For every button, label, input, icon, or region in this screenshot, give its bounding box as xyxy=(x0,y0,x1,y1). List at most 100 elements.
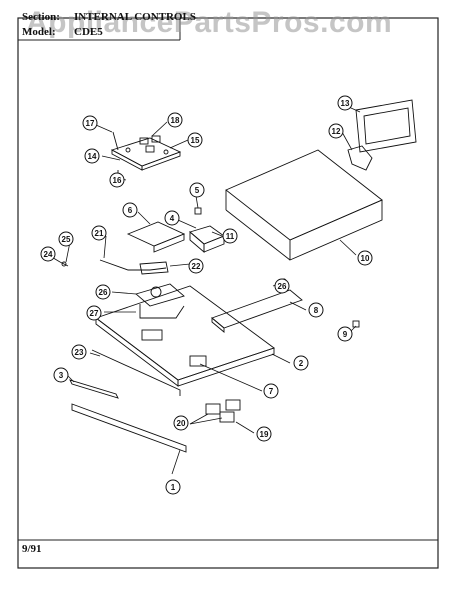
callout-15: 15 xyxy=(187,132,203,148)
callout-number: 16 xyxy=(113,176,122,185)
callout-14: 14 xyxy=(84,148,100,164)
callout-number: 23 xyxy=(75,348,84,357)
section-label: Section: xyxy=(22,11,60,23)
callout-circle xyxy=(71,344,87,360)
callout-19: 19 xyxy=(256,426,272,442)
page-border xyxy=(17,17,439,569)
callout-26: 26 xyxy=(95,284,111,300)
callout-22: 22 xyxy=(188,258,204,274)
callout-2: 2 xyxy=(293,355,309,371)
relay-cover-part xyxy=(126,221,186,253)
callout-circle xyxy=(357,250,373,266)
fastener-part xyxy=(352,320,360,328)
callout-circle xyxy=(82,115,98,131)
screw-part xyxy=(112,131,119,151)
callout-number: 3 xyxy=(59,371,64,380)
callout-number: 15 xyxy=(191,136,200,145)
callout-circle xyxy=(308,302,324,318)
callout-number: 17 xyxy=(86,119,95,128)
callout-7: 7 xyxy=(263,383,279,399)
callout-17: 17 xyxy=(82,115,98,131)
callout-circle xyxy=(95,284,111,300)
callout-number: 25 xyxy=(62,235,71,244)
callout-circle xyxy=(263,383,279,399)
callout-number: 14 xyxy=(88,152,97,161)
vent-part xyxy=(355,99,417,153)
callout-number: 20 xyxy=(177,419,186,428)
clip-part xyxy=(194,207,202,215)
rail-part xyxy=(71,403,187,453)
callout-circle xyxy=(222,228,238,244)
callout-number: 21 xyxy=(95,229,104,238)
callout-number: 4 xyxy=(170,214,175,223)
callout-13: 13 xyxy=(337,95,353,111)
callout-21: 21 xyxy=(91,225,107,241)
callout-1: 1 xyxy=(165,479,181,495)
callout-number: 7 xyxy=(269,387,274,396)
callout-16: 16 xyxy=(109,172,125,188)
callout-circle xyxy=(274,278,290,294)
grommet-part xyxy=(61,261,67,267)
callout-number: 13 xyxy=(341,99,350,108)
callout-number: 24 xyxy=(44,250,53,259)
callout-number: 8 xyxy=(314,306,319,315)
callout-circle xyxy=(122,202,138,218)
callout-26: 26 xyxy=(274,278,290,294)
callout-number: 26 xyxy=(278,282,287,291)
callout-circle xyxy=(293,355,309,371)
strip-part xyxy=(69,379,119,399)
callout-circle xyxy=(165,479,181,495)
callout-27: 27 xyxy=(86,305,102,321)
callout-number: 6 xyxy=(128,206,133,215)
callout-3: 3 xyxy=(53,367,69,383)
callout-circle xyxy=(58,231,74,247)
model-label: Model: xyxy=(22,26,56,38)
callout-circle xyxy=(164,210,180,226)
callout-number: 5 xyxy=(195,186,200,195)
channel-part xyxy=(91,349,181,396)
clip-part xyxy=(59,261,69,267)
callout-circle xyxy=(91,225,107,241)
callout-circle xyxy=(86,305,102,321)
footer-date: 9/91 xyxy=(22,543,42,555)
callout-23: 23 xyxy=(71,344,87,360)
model-value: CDE5 xyxy=(74,26,103,38)
bracket-part xyxy=(347,145,373,171)
callout-18: 18 xyxy=(167,112,183,128)
callout-circle xyxy=(109,172,125,188)
callout-number: 1 xyxy=(171,483,176,492)
callout-20: 20 xyxy=(173,415,189,431)
callout-circle xyxy=(337,326,353,342)
relay-box-part xyxy=(189,225,225,253)
base-plate-part xyxy=(95,285,275,387)
bracket-part xyxy=(139,261,169,275)
callout-11: 11 xyxy=(222,228,238,244)
callout-number: 9 xyxy=(343,330,348,339)
duct-part xyxy=(211,289,303,333)
callout-25: 25 xyxy=(58,231,74,247)
callout-6: 6 xyxy=(122,202,138,218)
callout-circle xyxy=(167,112,183,128)
callout-number: 26 xyxy=(99,288,108,297)
callout-9: 9 xyxy=(337,326,353,342)
callout-number: 18 xyxy=(171,116,180,125)
callout-number: 2 xyxy=(299,359,304,368)
callout-8: 8 xyxy=(308,302,324,318)
callout-circle xyxy=(256,426,272,442)
callout-circle xyxy=(40,246,56,262)
callout-circle xyxy=(173,415,189,431)
control-board-part xyxy=(110,135,182,171)
callout-circle xyxy=(328,123,344,139)
callout-number: 12 xyxy=(332,127,341,136)
callout-circle xyxy=(188,258,204,274)
section-value: INTERNAL CONTROLS xyxy=(74,11,196,23)
callout-number: 11 xyxy=(226,232,235,241)
watermark: AppliancePartsPros.com xyxy=(26,6,393,39)
tube-part xyxy=(99,259,167,271)
callout-circle xyxy=(337,95,353,111)
callout-number: 10 xyxy=(361,254,370,263)
callout-number: 19 xyxy=(260,430,269,439)
